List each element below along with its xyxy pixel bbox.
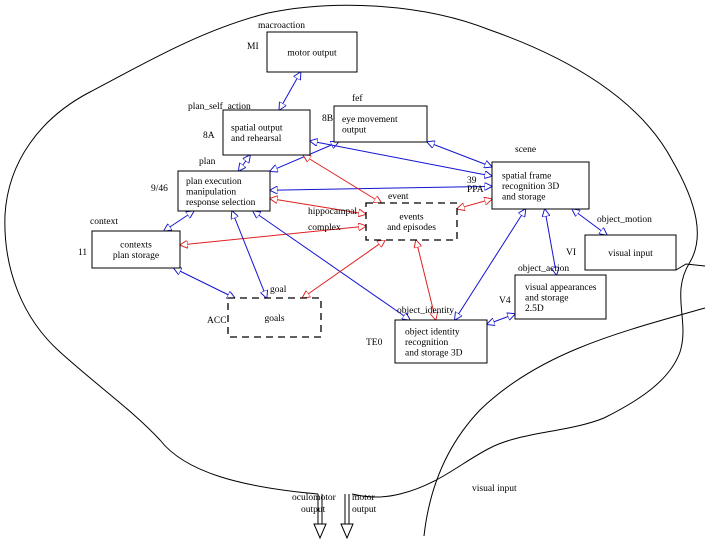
module-text-goals: goals — [264, 314, 284, 324]
module-box-objid — [394, 319, 488, 364]
region-frame-2: PPA — [467, 185, 484, 195]
connection-layer — [164, 72, 607, 324]
tag-appear: object_action — [518, 264, 569, 274]
complex-label: complex — [308, 223, 341, 233]
link-events-goals — [302, 240, 385, 298]
module-text-objid: and storage 3D — [405, 348, 463, 358]
module-goals: goals — [227, 297, 322, 338]
module-box-goals — [227, 297, 322, 338]
module-box-eye — [333, 105, 428, 143]
region-visual: VI — [566, 248, 576, 258]
tag-frame: scene — [515, 145, 536, 155]
module-visual: visual input — [584, 234, 677, 271]
module-text-plan: plan execution — [186, 177, 242, 187]
module-box-motor — [266, 31, 358, 73]
hippocampal-label: hippocampal — [308, 207, 357, 217]
module-text-frame: recognition 3D — [502, 182, 559, 192]
region-objid: TE0 — [366, 338, 383, 348]
motor-label: motor — [352, 493, 376, 503]
motor-output-arrow — [340, 494, 354, 539]
module-text-frame: spatial frame — [502, 170, 551, 181]
module-text-events: and episodes — [387, 223, 436, 233]
occipital-edge — [675, 263, 706, 271]
oculomotor-output-arrow — [313, 494, 327, 539]
tag-goals: goal — [270, 285, 287, 295]
link-spatial-plan — [239, 155, 251, 171]
module-box-plan — [177, 170, 271, 212]
region-plan: 9/46 — [151, 184, 168, 194]
link-plan-context — [164, 211, 194, 231]
link-frame-plan — [270, 186, 492, 190]
link-plan-goals — [232, 211, 267, 298]
tag-spatial: plan_self_action — [188, 101, 251, 112]
visual-input-bottom-label: visual input — [472, 484, 517, 494]
module-text-context: plan storage — [113, 251, 159, 261]
tag-plan: plan — [199, 157, 216, 167]
link-frame-objid — [455, 209, 526, 320]
link-spatial-frame — [310, 141, 492, 176]
module-box-frame — [491, 161, 590, 210]
region-motor: MI — [247, 42, 259, 52]
module-text-plan: response selection — [186, 198, 256, 208]
link-eye-frame — [427, 142, 492, 167]
module-box-context — [91, 230, 181, 269]
tag-context: context — [90, 217, 118, 227]
tag-eye: fef — [352, 93, 363, 104]
tag-events: event — [388, 192, 409, 202]
brain-outline — [4, 4, 698, 498]
module-box-spatial — [222, 109, 311, 156]
region-appear: V4 — [499, 296, 511, 306]
region-spatial: 8A — [203, 131, 215, 141]
link-motor-spatial — [279, 72, 300, 110]
tag-objid: object_identity — [397, 306, 454, 316]
module-box-visual — [584, 234, 677, 271]
link-context-goals — [174, 268, 235, 298]
cerebellum-outline — [423, 307, 706, 537]
link-events-frame — [457, 199, 492, 209]
motor-output-label: output — [352, 505, 377, 515]
link-frame-visual — [572, 209, 607, 235]
module-text-events: events — [399, 213, 424, 223]
link-events-objid — [416, 240, 436, 320]
module-text-motor: motor output — [287, 48, 337, 58]
region-frame: 39 — [467, 176, 477, 186]
module-text-appear: 2.5D — [525, 304, 544, 314]
region-goals: ACC — [207, 316, 227, 326]
module-text-frame: and storage — [502, 192, 546, 202]
module-text-spatial: spatial output — [231, 124, 283, 134]
region-context: 11 — [78, 248, 87, 258]
oculomotor-label: oculomotor — [292, 493, 337, 503]
tag-motor: macroaction — [258, 21, 305, 31]
module-text-context: contexts — [120, 241, 152, 251]
module-text-eye: eye movement — [342, 115, 398, 125]
module-text-objid: object identity — [405, 327, 460, 337]
module-text-plan: manipulation — [186, 187, 236, 197]
module-text-visual: visual input — [608, 249, 653, 259]
module-box-appear — [514, 274, 607, 320]
link-spatial-events — [303, 155, 381, 203]
module-text-appear: visual appearances — [525, 283, 597, 293]
tag-visual: object_motion — [597, 215, 652, 225]
module-motor: motor output — [266, 31, 358, 73]
module-text-eye: output — [342, 126, 367, 136]
module-text-appear: and storage — [525, 293, 569, 303]
module-box-events — [365, 202, 458, 241]
region-eye: 8B — [322, 114, 333, 124]
oculomotor-output-label: output — [301, 505, 326, 515]
link-frame-appear — [545, 209, 557, 275]
module-text-spatial: and rehearsal — [231, 134, 282, 144]
module-text-objid: recognition — [405, 338, 449, 348]
link-objid-appear — [487, 314, 515, 324]
